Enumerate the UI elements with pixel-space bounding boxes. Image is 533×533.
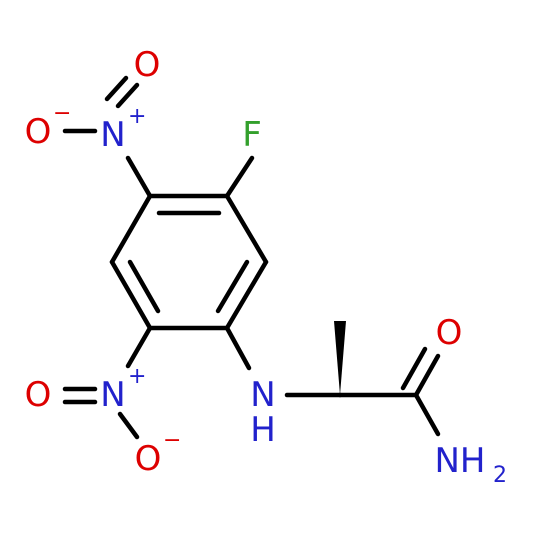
bond-c3-c4-inner	[215, 259, 250, 314]
benzene-ring	[109, 193, 269, 331]
atom-o-top-left: O	[25, 112, 52, 152]
bond-c-f	[224, 155, 255, 199]
atom-o-amide: O	[436, 313, 463, 353]
bond-c-n-bot	[125, 325, 153, 369]
atom-o-top-up: O	[134, 45, 161, 85]
bond-c3-c4	[224, 259, 269, 331]
charge-n-top: +	[128, 104, 146, 129]
wedge-bond-methyl	[334, 321, 346, 395]
subscript-nh2: 2	[493, 463, 507, 488]
bond-c-nh2	[413, 392, 441, 437]
bond-c5-c6	[109, 259, 153, 331]
bond-c6-c1	[109, 193, 153, 265]
bond-c5-c6-inner	[127, 259, 161, 314]
bond-n-o-bot-down	[117, 411, 140, 440]
charge-n-bot: +	[128, 364, 146, 389]
atom-n-top: N	[100, 115, 125, 155]
atom-f: F	[242, 115, 262, 155]
bond-c-n-top	[125, 155, 153, 199]
atom-nh2: NH	[435, 441, 486, 481]
charge-o-top-left: −	[53, 101, 71, 126]
bond-c-nh	[224, 325, 252, 371]
atom-h-amine: H	[250, 410, 276, 450]
atom-n-bot: N	[100, 375, 125, 415]
bond-n-o-top-up-1	[115, 82, 140, 109]
bond-c-o-amide-1	[413, 353, 441, 398]
atom-o-bot-left: O	[25, 375, 52, 415]
charge-o-bot-down: −	[163, 428, 181, 453]
bond-c2-c3	[224, 193, 269, 265]
bond-c-o-amide-2	[400, 346, 428, 391]
atom-o-bot-down: O	[135, 439, 162, 479]
atom-n-amine: N	[250, 375, 275, 415]
bond-n-o-top-up-2	[104, 75, 129, 102]
